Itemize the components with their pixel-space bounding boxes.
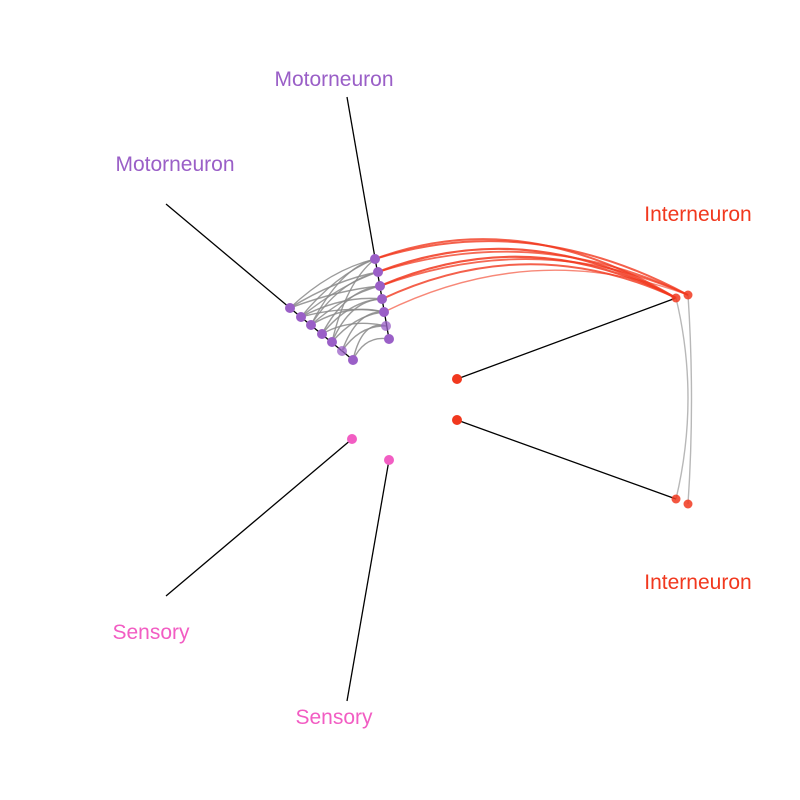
edge <box>379 258 689 296</box>
motor-node <box>296 312 306 322</box>
leader-lines <box>165 96 677 702</box>
edge <box>331 258 376 343</box>
edge <box>377 250 689 296</box>
motor-node <box>379 307 389 317</box>
edge <box>383 269 689 313</box>
edge <box>300 258 376 318</box>
label-motorneuron-top: Motorneuron <box>274 68 393 91</box>
inter-node <box>671 494 681 504</box>
leader-line-inter-top <box>456 297 677 380</box>
label-sensory-left: Sensory <box>112 621 190 644</box>
inter-node <box>683 290 693 300</box>
motor-node <box>370 254 380 264</box>
edge <box>381 263 677 300</box>
sensory-node <box>384 455 394 465</box>
motor-node <box>381 321 391 331</box>
edge <box>300 308 385 318</box>
edge <box>687 294 693 505</box>
leader-line-motor-top <box>346 96 376 259</box>
inter-inter-edges <box>675 294 693 505</box>
motor-node <box>285 303 295 313</box>
edge <box>352 324 387 361</box>
label-interneuron-top: Interneuron <box>644 203 751 226</box>
motor-node <box>317 329 327 339</box>
edge <box>675 297 689 500</box>
inter-node <box>683 499 693 509</box>
motor-node <box>306 320 316 330</box>
inter-node <box>452 415 462 425</box>
motor-node <box>337 346 347 356</box>
edge <box>379 255 677 299</box>
inter-node <box>452 374 462 384</box>
sensory-nodes <box>347 434 394 465</box>
sensory-node <box>347 434 357 444</box>
edge <box>331 298 383 343</box>
edge <box>321 285 381 335</box>
edge <box>310 271 379 326</box>
motor-motor-edges <box>289 258 390 361</box>
motor-node <box>377 294 387 304</box>
label-motorneuron-left: Motorneuron <box>115 153 234 176</box>
leader-line-motor-left <box>165 203 291 309</box>
edge <box>310 258 376 326</box>
motor-node <box>348 355 358 365</box>
label-interneuron-bottom: Interneuron <box>644 571 751 594</box>
motor-inter-edges <box>374 238 689 313</box>
edge <box>374 240 689 296</box>
motor-node <box>375 281 385 291</box>
motor-nodes <box>285 254 394 365</box>
motor-node <box>327 337 337 347</box>
leader-line-sensory-bottom <box>346 459 390 702</box>
leader-line-inter-bottom <box>456 419 677 500</box>
inter-node <box>671 293 681 303</box>
inter-nodes <box>452 290 693 509</box>
label-sensory-bottom: Sensory <box>295 706 373 729</box>
motor-node <box>373 267 383 277</box>
edge <box>289 271 379 309</box>
motor-node <box>384 334 394 344</box>
leader-line-sensory-left <box>165 438 353 597</box>
